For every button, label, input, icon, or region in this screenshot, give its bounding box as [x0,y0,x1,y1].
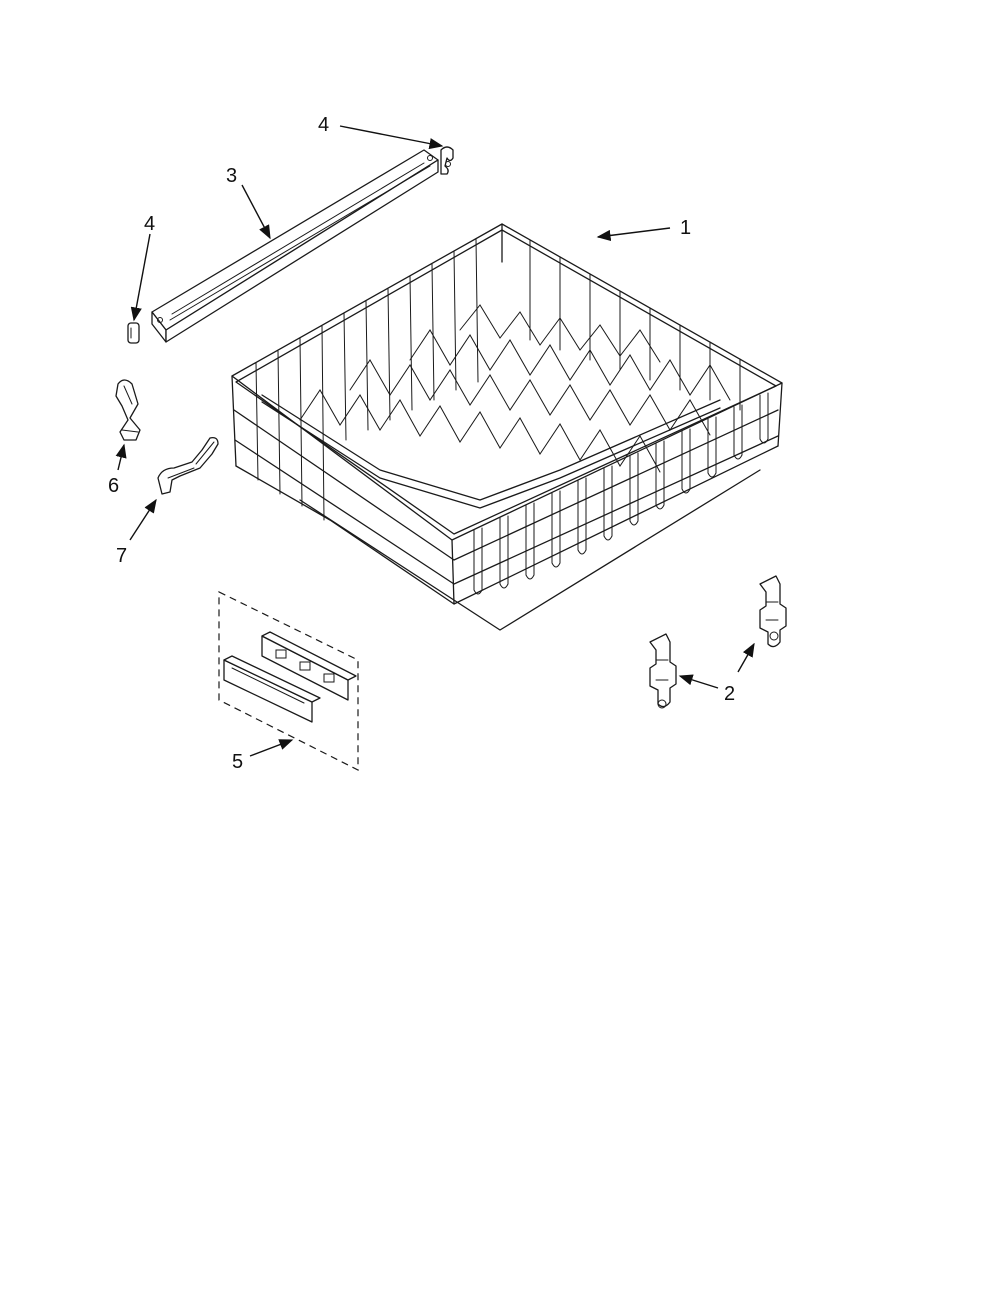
rack-adjuster-rear[interactable] [759,575,787,648]
callout-4-top: 4 [318,114,329,136]
callout-1: 1 [680,217,691,239]
callout-2: 2 [724,683,735,705]
rack-adjuster-front[interactable] [649,633,677,709]
callout-6: 6 [108,475,119,497]
callout-3: 3 [226,165,237,187]
callout-labels: 1 2 3 4 4 5 6 7 [108,114,735,773]
callout-4-left: 4 [144,213,155,235]
rail-end-cap-right[interactable] [440,146,454,175]
wash-arm-connector[interactable] [115,379,141,441]
adjuster-kit[interactable] [218,591,359,771]
water-feed-tube[interactable] [157,436,219,495]
rail-end-cap-left[interactable] [127,322,140,344]
leader-lines [115,125,755,757]
track-rail[interactable] [151,149,439,343]
rack-assembly[interactable] [231,223,783,631]
callout-7: 7 [116,545,127,567]
callout-5: 5 [232,751,243,773]
